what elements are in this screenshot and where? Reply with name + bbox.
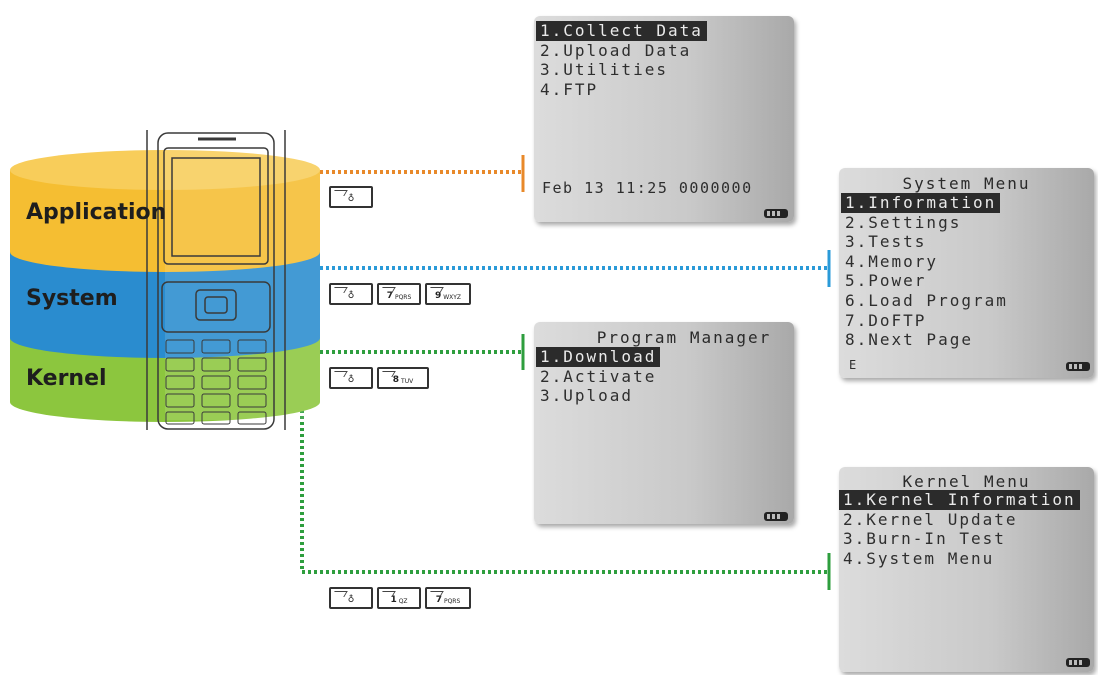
program-manager-screen: Program Manager 1.Download 2.Activate 3.… <box>534 322 794 524</box>
battery-icon <box>1066 362 1090 371</box>
application-layer <box>10 170 320 272</box>
menu-item: 3.Utilities <box>540 60 668 80</box>
menu-item: 4.FTP <box>540 79 599 99</box>
menu-item: 7.DoFTP <box>845 310 927 330</box>
layer-cylinder <box>10 130 320 430</box>
key-icon: ♁ <box>329 367 373 389</box>
kernel-layer-label: Kernel <box>26 366 107 391</box>
screen-footer: E <box>849 358 858 372</box>
application-layer-label: Application <box>26 200 167 225</box>
handheld-device-outline <box>146 130 286 430</box>
system-layer-label: System <box>26 286 118 311</box>
menu-item: 2.Activate <box>540 366 657 386</box>
application-layer-top <box>10 150 320 190</box>
menu-item: 2.Upload Data <box>540 40 692 60</box>
menu-item: 6.Load Program <box>845 290 1008 310</box>
application-menu-screen: 1.Collect Data 2.Upload Data 3.Utilities… <box>534 16 794 222</box>
date-time-status: Feb 13 11:25 0000000 <box>542 179 753 197</box>
menu-item: 1.Collect Data <box>536 21 707 41</box>
menu-item: 4.Memory <box>845 251 939 271</box>
kernel-connector <box>300 410 828 574</box>
menu-item: 1.Download <box>536 347 661 367</box>
menu-item: 8.Next Page <box>845 330 973 350</box>
menu-item: 3.Tests <box>845 232 927 252</box>
battery-icon <box>764 209 788 218</box>
menu-item: 1.Information <box>841 193 1001 213</box>
menu-item: 3.Upload <box>540 386 634 406</box>
battery-icon <box>764 512 788 521</box>
key-icon: ♁ <box>329 186 373 208</box>
menu-item: 2.Settings <box>845 212 962 232</box>
menu-item: 2.Kernel Update <box>843 509 1018 529</box>
key-icon: ♁ <box>329 587 373 609</box>
menu-item: 5.Power <box>845 271 927 291</box>
system-menu-screen: System Menu 1.Information 2.Settings 3.T… <box>839 168 1094 378</box>
screen-title: Kernel Menu <box>902 472 1031 491</box>
battery-icon <box>1066 658 1090 667</box>
menu-item: 1.Kernel Information <box>839 490 1080 510</box>
screen-title: System Menu <box>902 174 1031 193</box>
key-icon: ♁ <box>329 283 373 305</box>
menu-item: 4.System Menu <box>843 548 995 568</box>
kernel-menu-screen: Kernel Menu 1.Kernel Information 2.Kerne… <box>839 467 1094 672</box>
kernel-layer <box>10 338 320 422</box>
screen-title: Program Manager <box>596 328 772 347</box>
menu-item: 3.Burn-In Test <box>843 529 1006 549</box>
